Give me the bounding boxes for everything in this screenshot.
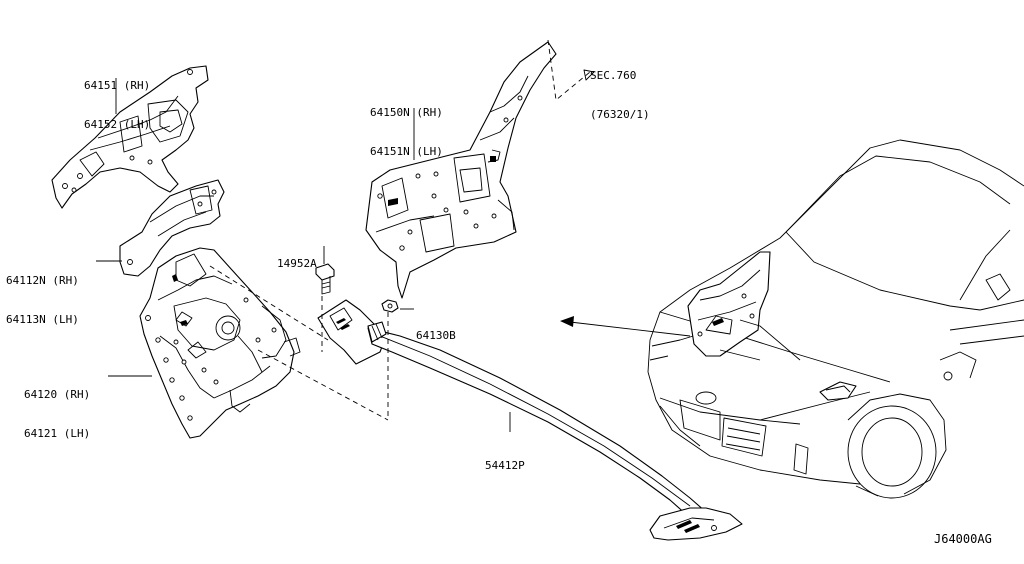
label-64130b-line1: 64130B — [416, 329, 456, 342]
label-64151: 64151 (RH) 64152 (LH) — [84, 53, 150, 144]
car-front-view — [647, 139, 1024, 499]
label-14952a-line1: 14952A — [277, 257, 317, 270]
part-64151-bracket — [51, 65, 209, 209]
label-64150n: 64150N (RH) 64151N (LH) — [370, 80, 443, 171]
label-54412p: 54412P — [485, 433, 525, 485]
label-64150n-line1: 64150N (RH) — [370, 106, 443, 119]
label-sec760: SEC.760 (76320/1) — [590, 43, 650, 134]
label-14952a: 14952A — [277, 231, 317, 283]
label-sec760-line1: SEC.760 — [590, 69, 637, 82]
label-64120-line2: 64121 (LH) — [24, 427, 91, 440]
part-54412p-strut-bar — [317, 299, 743, 541]
label-sec760-line2: (76320/1) — [590, 108, 650, 121]
part-64130b-nut — [381, 299, 399, 313]
location-arrow — [560, 316, 691, 337]
label-64112n: 64112N (RH) 64113N (LH) — [6, 248, 79, 339]
label-64151-line2: 64152 (LH) — [84, 118, 151, 131]
assembly-dashed-lines — [209, 39, 595, 421]
part-64112n-bracket — [119, 179, 225, 277]
part-14952a-bolt — [315, 263, 335, 295]
label-64120: 64120 (RH) 64121 (LH) — [24, 362, 90, 453]
label-54412p-line1: 54412P — [485, 459, 525, 472]
label-64112n-line1: 64112N (RH) — [6, 274, 79, 287]
diagram-code: J64000AG — [934, 532, 992, 546]
label-64130b: 64130B — [416, 303, 456, 355]
leader-lines — [96, 78, 511, 432]
label-64150n-line2: 64151N (LH) — [370, 145, 443, 158]
part-64120-housing — [139, 247, 301, 439]
label-64112n-line2: 64113N (LH) — [6, 313, 79, 326]
part-64150n-panel — [365, 41, 557, 299]
label-64151-line1: 64151 (RH) — [84, 79, 151, 92]
label-64120-line1: 64120 (RH) — [24, 388, 91, 401]
